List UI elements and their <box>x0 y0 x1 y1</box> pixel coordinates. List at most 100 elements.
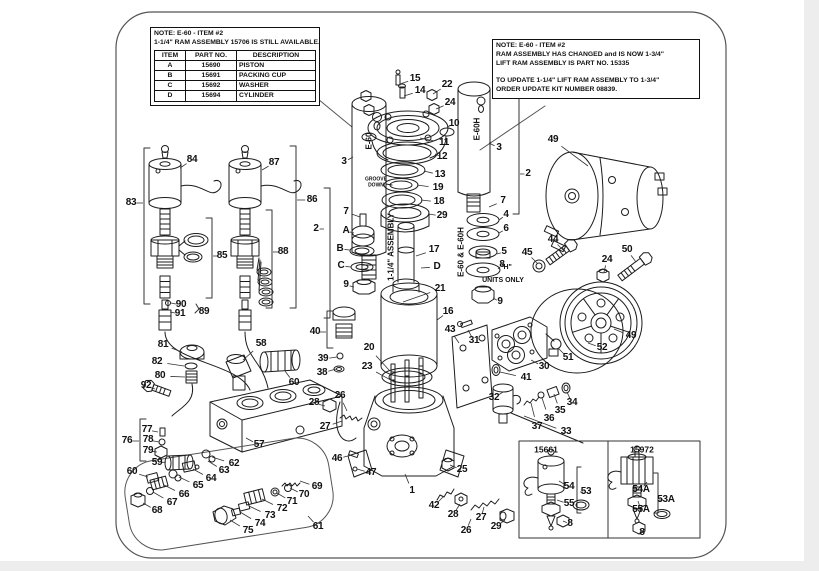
part-callout-44: 44 <box>547 233 559 245</box>
part-callout-77: 77 <box>141 423 153 435</box>
part-callout-88: 88 <box>277 245 289 257</box>
page-edge-right <box>804 0 819 571</box>
part-callout-53: 53 <box>580 485 592 497</box>
part-callout-90: 90 <box>175 298 187 310</box>
part-callout-71: 71 <box>286 495 298 507</box>
part-callout-5: 5 <box>501 245 507 257</box>
part-callout-59: 59 <box>151 456 163 468</box>
part-callout-31: 31 <box>468 334 480 346</box>
part-callout-60: 60 <box>126 465 138 477</box>
parts-table-cell: 15692 <box>185 80 237 92</box>
note-line: NOTE: E-60 - ITEM #2 <box>496 42 566 49</box>
part-callout-29: 29 <box>490 520 502 532</box>
gear-pump-drawing <box>451 316 548 409</box>
part-callout-27: 27 <box>475 511 487 523</box>
parts-table-cell: WASHER <box>236 80 316 92</box>
part-callout-54A: 54A <box>632 483 650 495</box>
base-hardware-drawing <box>348 450 515 524</box>
page-edge-bottom <box>0 561 819 571</box>
part-callout-21: 21 <box>434 282 446 294</box>
parts-table-cell: A <box>154 59 186 72</box>
part-callout-74: 74 <box>254 517 266 529</box>
part-callout-58: 58 <box>255 337 267 349</box>
part-callout-78: 78 <box>142 433 154 445</box>
part-callout-37: 37 <box>531 420 543 432</box>
col-header-part-no: PART NO. <box>185 49 237 61</box>
col-header-description: DESCRIPTION <box>236 49 316 61</box>
annotation: UNITS ONLY <box>482 277 524 285</box>
parts-table-cell: D <box>154 90 186 102</box>
part-callout-B: B <box>336 242 344 254</box>
part-callout-92: 92 <box>140 379 152 391</box>
part-callout-50: 50 <box>621 243 633 255</box>
part-callout-86: 86 <box>306 193 318 205</box>
part-callout-26: 26 <box>334 389 346 401</box>
washer-stack-drawing <box>465 213 501 304</box>
col-header-item: ITEM <box>154 49 186 61</box>
part-callout-87: 87 <box>268 156 280 168</box>
part-callout-7: 7 <box>343 205 349 217</box>
manifold-drawing <box>142 344 343 459</box>
part-callout-14: 14 <box>414 84 426 96</box>
lift-ram-base-drawing <box>322 222 465 478</box>
part-callout-39: 39 <box>317 352 329 364</box>
part-callout-53A: 53A <box>657 493 675 505</box>
part-callout-70: 70 <box>298 488 310 500</box>
part-callout-51: 51 <box>562 351 574 363</box>
cover-assembly-drawing <box>360 69 455 161</box>
vertical-label: E-60 <box>364 132 374 150</box>
note-line: TO UPDATE 1-1/4" LIFT RAM ASSEMBLY TO 1-… <box>496 77 660 85</box>
right-ram-drawing <box>457 81 491 213</box>
part-callout-69: 69 <box>311 480 323 492</box>
note-line: ORDER UPDATE KIT NUMBER 08839. <box>496 86 618 94</box>
parts-table-cell: C <box>154 80 186 92</box>
part-callout-18: 18 <box>433 195 445 207</box>
part-callout-41: 41 <box>520 371 532 383</box>
part-callout-2: 2 <box>525 167 531 179</box>
part-callout-12: 12 <box>436 150 448 162</box>
part-callout-55A: 55A <box>632 503 650 515</box>
note-line: LIFT RAM ASSEMBLY IS PART NO. 15335 <box>496 59 630 67</box>
part-callout-2: 2 <box>313 222 319 234</box>
annotation: "H" <box>500 264 512 272</box>
note-box-ram-available: NOTE: E-60 - ITEM #2 1-1/4" RAM ASSEMBLY… <box>150 27 320 106</box>
annotation: 15972 <box>630 444 654 455</box>
part-callout-45: 45 <box>521 246 533 258</box>
part-callout-17: 17 <box>428 243 440 255</box>
filler-cap-drawing <box>332 306 356 373</box>
part-callout-82: 82 <box>151 355 163 367</box>
part-callout-35: 35 <box>554 404 566 416</box>
part-callout-63: 63 <box>218 464 230 476</box>
part-callout-76: 76 <box>121 434 133 446</box>
part-callout-28: 28 <box>308 396 320 408</box>
part-callout-8: 8 <box>567 517 573 529</box>
parts-table-cell: 15690 <box>185 59 237 72</box>
parts-table-cell: B <box>154 69 186 82</box>
part-callout-73: 73 <box>264 509 276 521</box>
part-callout-83: 83 <box>125 196 137 208</box>
part-callout-26: 26 <box>460 524 472 536</box>
vertical-label: E-60H <box>472 117 482 141</box>
part-callout-72: 72 <box>276 502 288 514</box>
part-callout-32: 32 <box>488 391 500 403</box>
vertical-label: 1-1/4" ASSEMBLY <box>386 213 396 281</box>
part-callout-11: 11 <box>439 136 449 148</box>
part-callout-54: 54 <box>563 480 575 492</box>
part-callout-29: 29 <box>436 209 448 221</box>
part-callout-28: 28 <box>447 508 459 520</box>
part-callout-20: 20 <box>363 341 375 353</box>
left-solenoid-valve-drawing <box>148 145 251 391</box>
part-callout-36: 36 <box>543 412 555 424</box>
part-callout-81: 81 <box>157 338 169 350</box>
part-callout-19: 19 <box>432 181 444 193</box>
part-callout-A: A <box>342 224 350 236</box>
parts-table-cell: 15691 <box>185 69 237 82</box>
part-callout-79: 79 <box>142 444 154 456</box>
coil-wire <box>180 179 222 194</box>
